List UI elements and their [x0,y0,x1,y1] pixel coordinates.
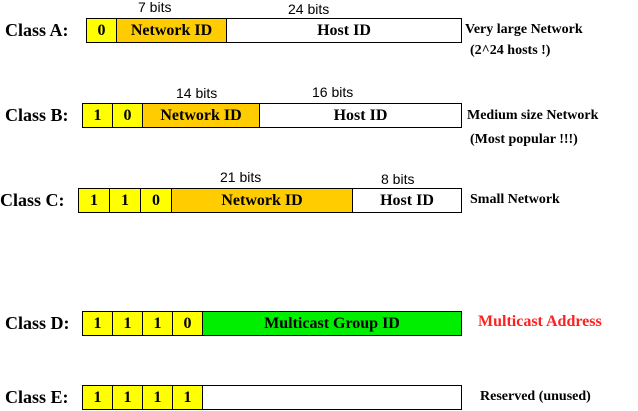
class-a-bit-0: 0 [87,19,117,42]
class-c-host-bits: 8 bits [381,171,415,187]
class-d-bit-0: 1 [83,312,113,335]
class-b-host-id: Host ID [260,104,461,127]
class-e-label: Class E: [5,387,69,407]
class-e-address-bar: 1 1 1 1 [82,385,462,410]
class-b-bit-0: 1 [83,104,113,127]
class-d-bit-2: 1 [143,312,173,335]
class-c-network-id: Network ID [172,189,353,212]
class-d-address-bar: 1 1 1 0 Multicast Group ID [82,311,462,336]
class-c-bit-1: 1 [110,189,141,212]
class-b-address-bar: 1 0 Network ID Host ID [82,103,462,128]
class-c-address-bar: 1 1 0 Network ID Host ID [78,188,462,213]
class-c-description: Small Network [470,192,560,207]
class-c-label: Class C: [0,190,65,210]
class-b-host-bits: 16 bits [312,84,354,100]
class-c-bit-0: 1 [79,189,110,212]
class-e-reserved-field [203,386,461,409]
class-e-bit-1: 1 [113,386,143,409]
class-b-bit-1: 0 [113,104,143,127]
class-e-bit-0: 1 [83,386,113,409]
class-d-description: Multicast Address [478,313,602,330]
class-e-bit-2: 1 [143,386,173,409]
class-d-multicast-group-id: Multicast Group ID [203,312,461,335]
class-a-description-note: (2^24 hosts !) [470,43,551,58]
class-b-description-note: (Most popular !!!) [470,132,578,147]
class-a-network-id: Network ID [117,19,227,42]
class-c-network-bits: 21 bits [220,169,262,185]
class-d-label: Class D: [5,313,70,333]
class-a-host-id: Host ID [227,19,461,42]
class-c-host-id: Host ID [353,189,461,212]
class-a-description: Very large Network [465,22,583,37]
class-a-address-bar: 0 Network ID Host ID [86,18,462,43]
class-e-description: Reserved (unused) [480,389,591,404]
class-b-label: Class B: [5,105,69,125]
class-b-network-id: Network ID [143,104,260,127]
class-d-bit-3: 0 [173,312,203,335]
class-a-label: Class A: [5,20,69,40]
class-b-network-bits: 14 bits [176,85,218,101]
class-d-bit-1: 1 [113,312,143,335]
class-b-description: Medium size Network [467,108,599,123]
class-a-network-bits: 7 bits [138,0,172,15]
class-a-host-bits: 24 bits [288,1,330,17]
class-c-bit-2: 0 [141,189,172,212]
class-e-bit-3: 1 [173,386,203,409]
